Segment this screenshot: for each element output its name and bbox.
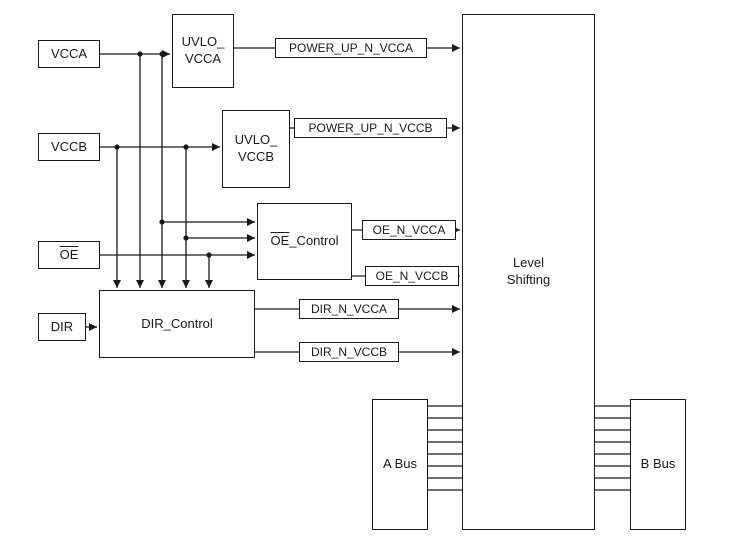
oe-label: OE	[59, 246, 79, 262]
junction-dot	[159, 219, 165, 225]
uvlo-vccb-label-line1: UVLO_	[234, 132, 278, 148]
a-bus-wires	[428, 405, 462, 491]
uvlo-vccb-label-line2: VCCB	[237, 149, 275, 164]
b-bus-wires	[595, 405, 630, 491]
power-up-n-vcca-signal-label: POWER_UP_N_VCCA	[275, 38, 427, 58]
vcca-input-block: VCCA	[38, 40, 100, 68]
oe-n-vccb-signal-label: OE_N_VCCB	[365, 266, 459, 286]
junction-dot	[183, 235, 189, 241]
b-bus-block: B Bus	[630, 399, 686, 530]
junction-dot	[159, 51, 165, 57]
oe-control-label-suffix: _Control	[289, 233, 339, 249]
junction-dot	[183, 144, 189, 150]
oe-control-block: OE_Control	[257, 203, 352, 280]
a-bus-label: A Bus	[383, 456, 417, 472]
dir-n-vccb-signal-label: DIR_N_VCCB	[299, 342, 399, 362]
power-up-n-vcca-text: POWER_UP_N_VCCA	[288, 41, 414, 55]
junction-dot	[206, 252, 212, 258]
power-up-n-vccb-signal-label: POWER_UP_N_VCCB	[294, 118, 447, 138]
junction-dot	[114, 144, 120, 150]
dir-input-block: DIR	[38, 313, 86, 341]
oe-control-label-prefix: OE	[270, 233, 290, 249]
level-shifting-label-line2: Shifting	[506, 272, 551, 287]
oe-n-vccb-text: OE_N_VCCB	[375, 269, 449, 283]
uvlo-vcca-label-line1: UVLO_	[181, 34, 225, 50]
junction-dot	[137, 51, 143, 57]
vccb-input-block: VCCB	[38, 133, 100, 161]
power-up-n-vccb-text: POWER_UP_N_VCCB	[308, 121, 433, 135]
oe-n-vcca-signal-label: OE_N_VCCA	[362, 220, 456, 240]
dir-n-vcca-signal-label: DIR_N_VCCA	[299, 299, 399, 319]
vccb-label: VCCB	[50, 138, 88, 154]
oe-n-vcca-text: OE_N_VCCA	[372, 223, 446, 237]
a-bus-block: A Bus	[372, 399, 428, 530]
uvlo-vcca-label-line2: VCCA	[184, 51, 222, 66]
level-shifting-label-line1: Level	[512, 255, 545, 271]
dir-n-vcca-text: DIR_N_VCCA	[310, 302, 388, 316]
uvlo-vccb-block: UVLO_ VCCB	[222, 110, 290, 188]
dir-label: DIR	[50, 318, 74, 334]
dir-control-block: DIR_Control	[99, 290, 255, 358]
level-shifting-block: Level Shifting	[462, 14, 595, 530]
dir-n-vccb-text: DIR_N_VCCB	[310, 345, 388, 359]
oe-input-block: OE	[38, 241, 100, 269]
b-bus-label: B Bus	[640, 456, 676, 472]
dir-control-label: DIR_Control	[141, 315, 213, 331]
uvlo-vcca-block: UVLO_ VCCA	[172, 14, 234, 88]
vcca-label: VCCA	[50, 45, 88, 61]
